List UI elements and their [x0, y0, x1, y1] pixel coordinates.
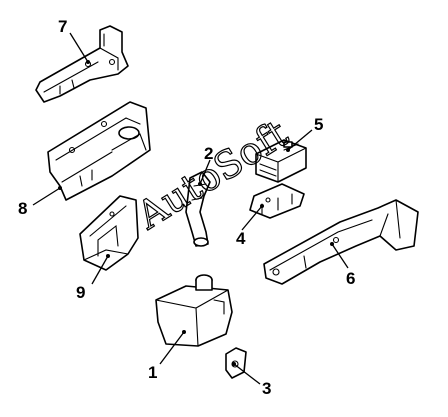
part-6-member	[263, 199, 419, 285]
callout-2: 2	[204, 144, 213, 163]
callout-9: 9	[76, 283, 85, 302]
part-7-bracket	[35, 25, 129, 103]
callout-5: 5	[314, 115, 323, 134]
part-2-filler-pipe	[185, 171, 211, 247]
leader-lines	[32, 32, 349, 385]
part-3-pump	[225, 347, 247, 379]
callout-numbers: 7 8 2 5 4 6 9 1 3	[18, 17, 355, 398]
callout-7: 7	[58, 17, 67, 36]
part-1-reservoir	[155, 274, 233, 347]
part-5-module	[255, 139, 307, 183]
callout-3: 3	[262, 379, 271, 398]
callout-6: 6	[346, 269, 355, 288]
callout-4: 4	[236, 229, 246, 248]
part-4-plate	[249, 183, 305, 219]
callout-8: 8	[18, 199, 27, 218]
callout-1: 1	[148, 363, 157, 382]
part-8-tray	[47, 101, 151, 201]
part-9-bracket	[79, 195, 139, 271]
